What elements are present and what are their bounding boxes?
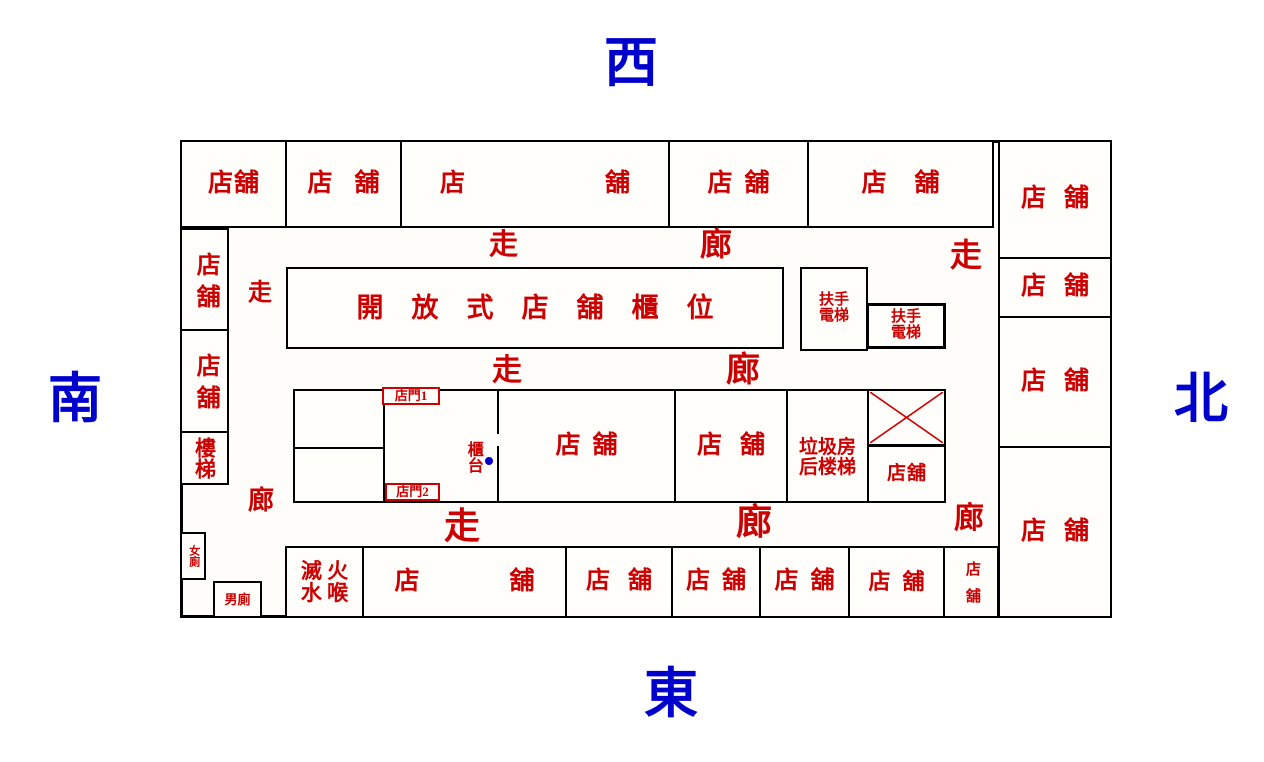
stairs-room: 樓梯 — [180, 431, 229, 485]
door-gap — [495, 434, 502, 446]
shop-bottom-5: 店舖 — [848, 546, 945, 618]
shop-bottom-1: 店舖 — [362, 546, 567, 618]
shop-label: 店舖 — [696, 431, 783, 459]
escalator-1: 扶手 電梯 — [800, 267, 868, 351]
shop-top-4: 店舖 — [668, 140, 809, 228]
counter-label: 櫃台 — [464, 441, 482, 473]
counter-dot — [485, 457, 493, 465]
open-shop-counter: 開放式店舖櫃位 — [286, 267, 784, 349]
shop-bottom-2: 店舖 — [565, 546, 673, 618]
shop-label: 店舖 — [394, 567, 625, 595]
toilet-female: 女廁 — [180, 532, 206, 580]
shop-bottom-6: 店舖 — [943, 546, 999, 618]
open-shop-counter-label: 開放式店舖櫃位 — [356, 292, 742, 323]
shop-label: 店舖 — [686, 568, 758, 595]
shop-label: 店舖 — [1020, 273, 1107, 301]
corridor-left-lang: 廊 — [248, 486, 275, 515]
shop-label: 店舖 — [1020, 367, 1107, 395]
escalator-2-label: 扶手 電梯 — [890, 309, 921, 342]
escalator-1-line1: 扶手 — [818, 292, 849, 309]
shop-label: 店舖 — [307, 169, 402, 197]
corridor-top-lang: 廊 — [700, 226, 733, 262]
shop-right-2: 店舖 — [998, 257, 1112, 318]
shop-label: 店舖 — [774, 568, 847, 595]
shop-label: 店舖 — [707, 169, 782, 197]
corridor-bottom-zou: 走 — [444, 506, 481, 546]
island-shop-2: 店舖 — [674, 389, 788, 503]
shop-door-2-label: 店門2 — [385, 483, 440, 501]
shop-door-1-label: 店門1 — [382, 387, 440, 405]
x-mark-icon — [870, 392, 943, 443]
shop-label: 店舖 — [861, 169, 968, 197]
shop-right-3: 店舖 — [998, 316, 1112, 448]
corridor-right-zou: 走 — [950, 237, 983, 273]
escalator-1-line2: 電梯 — [818, 308, 849, 324]
shop-right-4: 店舖 — [998, 446, 1112, 618]
compass-east: 東 — [644, 664, 698, 724]
corridor-right-lang: 廊 — [954, 502, 984, 535]
corridor-left-zou: 走 — [248, 280, 272, 306]
stairs-label: 樓梯 — [192, 437, 217, 479]
toilet-male-label: 男廁 — [224, 591, 251, 607]
shop-label: 店舖 — [207, 169, 260, 197]
compass-north: 北 — [1174, 369, 1228, 429]
escalator-2-line2: 電梯 — [890, 325, 921, 341]
shop-label: 店舖 — [555, 431, 630, 459]
corridor-middle-zou: 走 — [492, 354, 522, 387]
island-shop-3: 店舖 — [867, 444, 946, 503]
island-shop-1: 店舖 — [497, 389, 676, 503]
shop-label: 店舖 — [440, 169, 771, 197]
shop-top-2: 店舖 — [285, 140, 402, 228]
garbage-room-label: 垃圾房 后楼梯 — [799, 438, 856, 478]
island-empty-cell-bottom — [293, 447, 385, 503]
compass-west: 西 — [604, 33, 658, 93]
fire-hose-label: 滅 火 水 喉 — [301, 560, 348, 604]
corridor-bottom-lang: 廊 — [736, 502, 773, 542]
shop-label: 店舖 — [868, 569, 937, 595]
crossed-out-area — [867, 389, 946, 446]
shop-top-1: 店舖 — [180, 140, 287, 228]
shop-label: 店舖 — [886, 463, 927, 485]
shop-label: 店舖 — [586, 568, 670, 595]
shop-top-3: 店舖 — [400, 140, 670, 228]
shop-left-2: 店舖 — [180, 329, 229, 433]
toilet-female-label: 女廁 — [187, 545, 200, 567]
shop-label: 店舖 — [192, 353, 219, 417]
shop-left-1: 店舖 — [180, 228, 229, 331]
fire-hose-line2: 水 喉 — [300, 581, 349, 605]
toilet-male: 男廁 — [213, 581, 262, 618]
garbage-room-line1: 垃圾房 — [798, 437, 856, 459]
shop-bottom-3: 店舖 — [671, 546, 761, 618]
corridor-top-zou: 走 — [489, 229, 519, 261]
shop-bottom-4: 店舖 — [759, 546, 850, 618]
corridor-middle-lang: 廊 — [726, 352, 760, 389]
shop-label: 店舖 — [1020, 185, 1107, 213]
escalator-1-label: 扶手 電梯 — [818, 292, 849, 325]
shop-right-1: 店舖 — [998, 140, 1112, 259]
island-empty-cell-top — [293, 389, 385, 449]
escalator-2-line1: 扶手 — [890, 309, 921, 326]
fire-hose-line1: 滅 火 — [300, 558, 349, 583]
garbage-room-rear-stairs: 垃圾房 后楼梯 — [786, 389, 869, 503]
shop-label: 店舖 — [1020, 517, 1107, 545]
escalator-2: 扶手 電梯 — [866, 303, 946, 349]
shop-label: 店舖 — [963, 561, 980, 615]
shop-label: 店舖 — [192, 251, 219, 316]
garbage-room-line2: 后楼梯 — [798, 457, 856, 478]
shop-top-5: 店舖 — [807, 140, 994, 228]
compass-south: 南 — [48, 369, 102, 429]
